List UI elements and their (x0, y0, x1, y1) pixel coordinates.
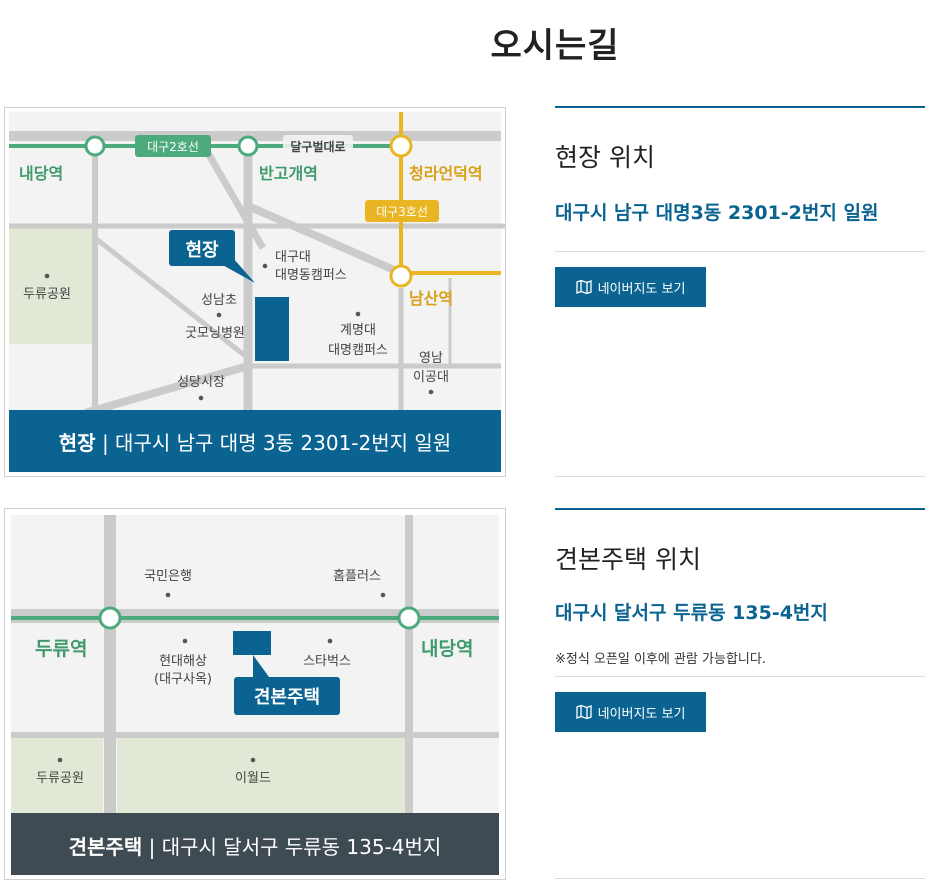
namsan-station-label: 남산역 (409, 289, 453, 308)
duryu-park-area (11, 735, 103, 815)
kookmin-label: 국민은행 (144, 568, 192, 584)
folded-map-icon (575, 280, 592, 294)
bango-station-label: 반고개역 (259, 164, 318, 183)
divider (555, 476, 925, 477)
site-banner (9, 410, 501, 472)
duryu-station-marker (98, 606, 122, 630)
starbucks-label: 스타벅스 (303, 654, 351, 669)
duryu-park-label: 두류공원 (23, 287, 71, 302)
naedang-station-label: 내당역 (421, 638, 473, 660)
site-location-title: 현장 위치 (555, 143, 655, 172)
model-house-banner (11, 813, 499, 875)
page-title: 오시는길 (490, 26, 620, 66)
divider (555, 676, 925, 677)
site-naver-map-button-label: 네이버지도 보기 (597, 281, 686, 297)
model-house-location-title: 견본주택 위치 (555, 545, 701, 574)
naedang-station-marker (397, 606, 421, 630)
keimyung-label-1: 계명대 (340, 323, 376, 338)
namsan-station-marker (389, 264, 413, 288)
naedang-station-label: 내당역 (19, 164, 63, 183)
svg-text:현장: 현장 (185, 240, 219, 261)
site-info-panel: 현장 위치 대구시 남구 대명3동 2301-2번지 일원 네이버지도 보기 (555, 106, 925, 478)
site-banner-text: 현장 | 대구시 남구 대명 3동 2301-2번지 일원 (59, 431, 451, 455)
seongnam-label: 성남초 (201, 293, 237, 308)
naedang-station-marker (84, 135, 106, 157)
folded-map-icon (575, 705, 592, 719)
homeplus-label: 홈플러스 (333, 569, 381, 584)
site-location-map: 대구2호선 달구벌대로 대구3호선 내당역 반고개역 청라언덕역 남산역 두류공… (4, 107, 506, 477)
eworld-label: 이월드 (235, 771, 271, 786)
site-naver-map-button[interactable]: 네이버지도 보기 (555, 267, 706, 307)
yeongnam-label-2: 이공대 (413, 370, 449, 385)
divider (555, 878, 925, 879)
duryu-park-area (9, 226, 93, 344)
line2-badge: 대구2호선 (147, 140, 199, 154)
model-house-location-map: 두류역 내당역 국민은행 홈플러스 현대해상 (대구사옥) 스타벅스 두류공원 … (4, 508, 506, 880)
goodmorning-label: 굿모닝병원 (185, 326, 245, 341)
daegu-univ-label-2: 대명동캠퍼스 (275, 268, 347, 283)
cheongna-station-label: 청라언덕역 (409, 164, 483, 183)
model-house-naver-map-button[interactable]: 네이버지도 보기 (555, 692, 706, 732)
duryu-park-label: 두류공원 (36, 771, 84, 786)
hyundai-label-2: (대구사옥) (154, 672, 212, 687)
duryu-station-label: 두류역 (35, 638, 87, 660)
model-house-naver-map-button-label: 네이버지도 보기 (597, 706, 686, 722)
svg-text:견본주택: 견본주택 (254, 687, 320, 708)
opening-note: ※정식 오픈일 이후에 관람 가능합니다. (555, 652, 766, 667)
divider (555, 251, 925, 252)
model-house-address: 대구시 달서구 두류동 135-4번지 (555, 602, 828, 624)
cheongna-station-marker (389, 134, 413, 158)
model-house-marker (234, 677, 340, 715)
model-house-info-panel: 견본주택 위치 대구시 달서구 두류동 135-4번지 ※정식 오픈일 이후에 … (555, 508, 925, 880)
hyundai-label-1: 현대해상 (159, 654, 207, 669)
keimyung-label-2: 대명캠퍼스 (328, 343, 388, 358)
line3-badge: 대구3호선 (376, 205, 428, 219)
bango-station-marker (237, 135, 259, 157)
yeongnam-label-1: 영남 (419, 351, 443, 366)
daegu-univ-label-1: 대구대 (275, 250, 311, 265)
site-marker (169, 230, 235, 266)
site-building (255, 297, 289, 361)
seongdang-label: 성당시장 (177, 375, 225, 390)
eworld-area (117, 735, 407, 815)
road-label: 달구벌대로 (290, 139, 345, 154)
model-house-banner-text: 견본주택 | 대구시 달서구 두류동 135-4번지 (69, 835, 442, 859)
model-house-building (233, 631, 271, 655)
site-address: 대구시 남구 대명3동 2301-2번지 일원 (555, 202, 879, 224)
